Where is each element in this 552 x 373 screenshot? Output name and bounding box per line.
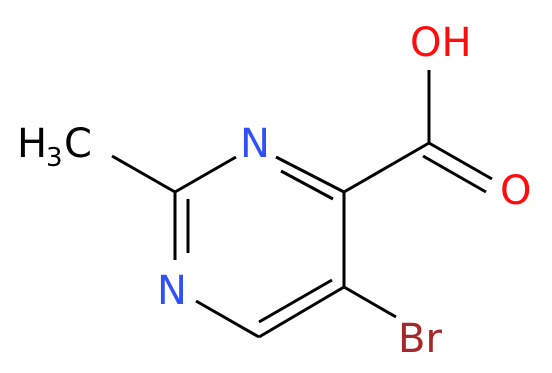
bond-methyl-c2 bbox=[111, 154, 176, 194]
methyl-subscript-label: 3 bbox=[46, 143, 63, 173]
bond-n3-c4 bbox=[275, 155, 345, 194]
bond-group bbox=[111, 70, 493, 339]
bromine-label: Br bbox=[398, 316, 442, 362]
carbonyl-oxygen-label: O bbox=[500, 168, 531, 214]
bond-c5-c6-inner bbox=[258, 278, 333, 324]
hydroxyl-label: OH bbox=[410, 20, 472, 66]
atom-labels: OH O N N Br H 3 C bbox=[17, 20, 531, 362]
methyl-h-label: H bbox=[17, 121, 47, 167]
bond-c4-carboxyl bbox=[343, 141, 430, 194]
ring-nitrogen-top-label: N bbox=[240, 121, 270, 167]
bond-carboxyl-o-inner bbox=[422, 154, 487, 194]
bond-carboxyl-o bbox=[428, 141, 493, 181]
bond-c5-br bbox=[343, 285, 397, 319]
bond-c2-n3 bbox=[174, 155, 237, 194]
ring-nitrogen-bottom-label: N bbox=[157, 268, 187, 314]
methyl-c-label: C bbox=[64, 121, 92, 167]
bond-c5-c6 bbox=[258, 285, 345, 339]
bond-c6-n1 bbox=[195, 299, 260, 339]
bond-n3-c4-inner bbox=[280, 169, 334, 201]
